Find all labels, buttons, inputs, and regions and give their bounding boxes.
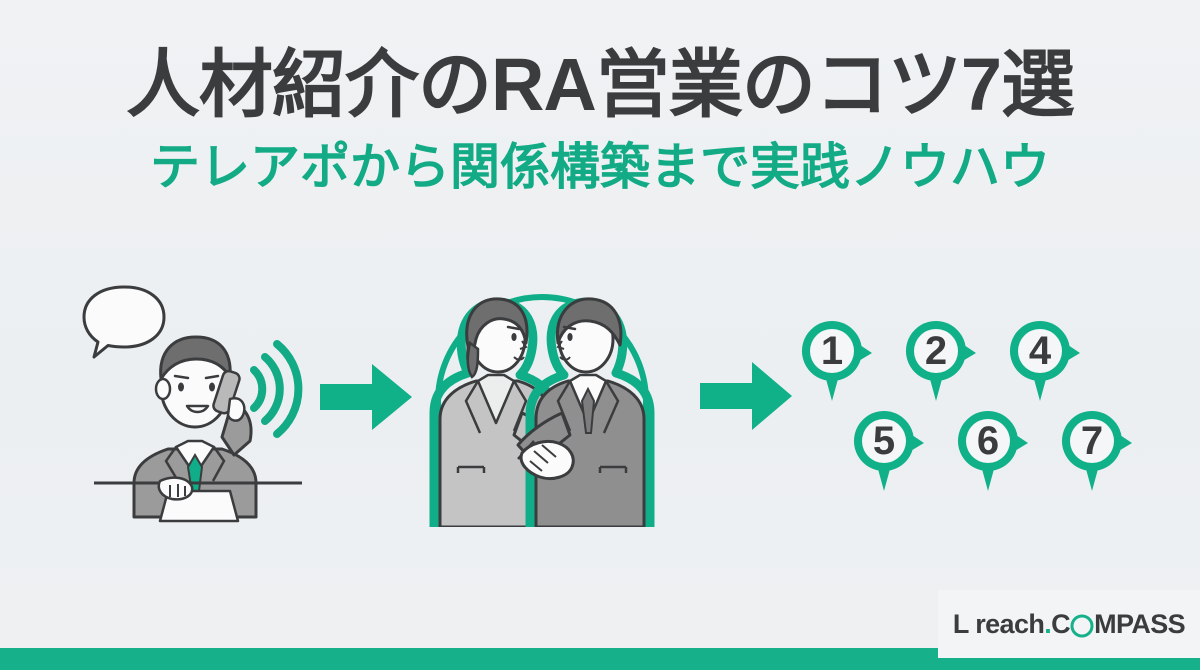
badge-item: 5	[848, 405, 926, 493]
brand-logo-prefix: L reach	[952, 608, 1045, 639]
badge-number: 6	[976, 419, 1000, 463]
badge-number: 1	[820, 329, 844, 373]
process-illustration-row: 1 2 4 5	[0, 265, 1200, 535]
brand-logo-dot: .	[1044, 608, 1052, 639]
page-subtitle: テレアポから関係構築まで実践ノウハウ	[150, 139, 1050, 195]
brand-logo-text: L reach.C MPASS	[952, 608, 1186, 640]
brand-logo: L reach.C MPASS	[938, 590, 1200, 658]
footer-accent-bar	[0, 648, 1200, 670]
badge-item: 2	[900, 315, 978, 403]
badge-item: 6	[952, 405, 1030, 493]
badge-item: 4	[1004, 315, 1082, 403]
numbered-badge-group: 1 2 4 5	[796, 315, 1156, 505]
badge-item: 7	[1056, 405, 1134, 493]
page-title: 人材紹介のRA営業のコツ7選	[125, 43, 1075, 126]
badge-number: 2	[924, 329, 948, 373]
arrow-right-icon	[316, 360, 416, 434]
badge-number: 5	[872, 419, 896, 463]
badge-number: 7	[1080, 419, 1104, 463]
badge-number: 4	[1028, 329, 1052, 373]
brand-logo-c: C	[1051, 608, 1071, 639]
badge-item: 1	[796, 315, 874, 403]
telephone-prospecting-illustration	[72, 275, 322, 525]
handshake-illustration	[400, 273, 684, 532]
arrow-right-icon	[696, 357, 796, 435]
brand-logo-suffix: MPASS	[1094, 608, 1186, 639]
compass-icon	[1070, 614, 1094, 638]
